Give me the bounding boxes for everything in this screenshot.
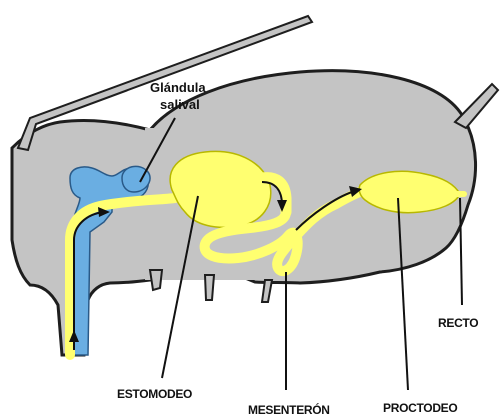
leg-stub-2 [205,275,214,300]
label-estomodeo: ESTOMODEO [117,387,192,401]
label-mesenteron: MESENTERÓN [248,402,330,417]
tail-spine [455,84,498,128]
label-glandula-line2: salival [160,97,200,112]
leg-stub-1 [150,270,162,290]
label-glandula-line1: Glándula [150,80,206,95]
label-recto: RECTO [438,316,478,330]
label-proctodeo: PROCTODEO [383,401,457,415]
